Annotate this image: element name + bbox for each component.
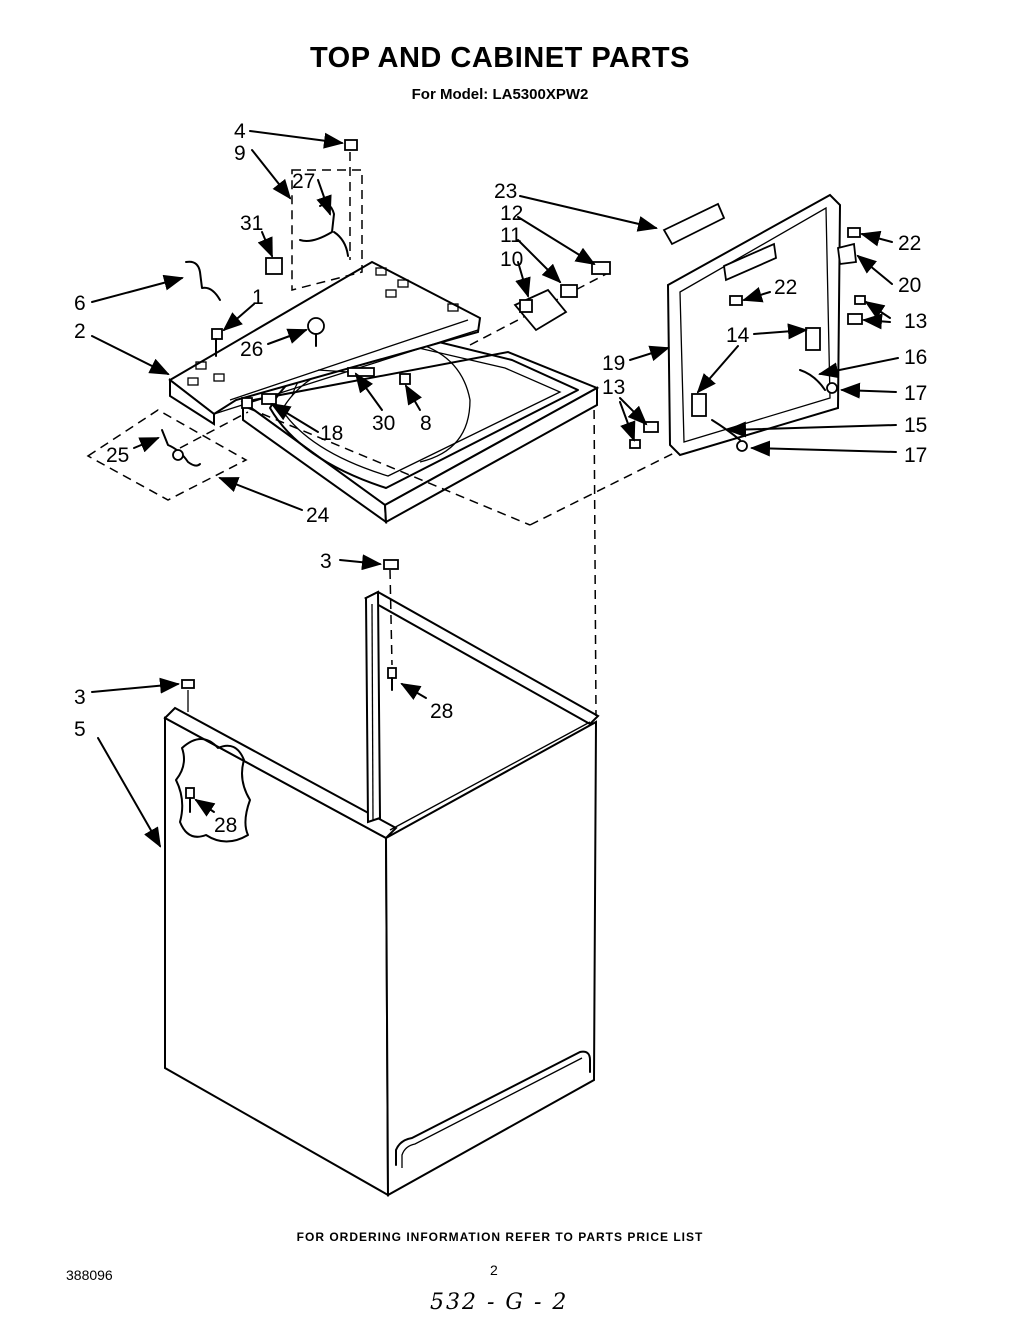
callout-labels: 4 9 27 31 6 1 2 26 23 12 11 10 30 8 18 2… <box>74 120 927 837</box>
callout-18: 18 <box>320 422 343 445</box>
callout-16: 16 <box>904 346 927 369</box>
callout-2: 2 <box>74 320 86 343</box>
callout-13a: 13 <box>904 310 927 333</box>
document-number: 388096 <box>66 1267 113 1283</box>
callout-5: 5 <box>74 718 86 741</box>
callout-1: 1 <box>252 286 264 309</box>
callout-27: 27 <box>292 170 315 193</box>
cabinet-drawing <box>163 394 600 1197</box>
callout-12: 12 <box>500 202 523 225</box>
page-number: 2 <box>490 1262 498 1278</box>
callout-19: 19 <box>602 352 625 375</box>
handwritten-note: 532 - G - 2 <box>430 1290 569 1315</box>
callout-28a: 28 <box>430 700 453 723</box>
callout-13b: 13 <box>602 376 625 399</box>
callout-25: 25 <box>106 444 129 467</box>
callout-17b: 17 <box>904 444 927 467</box>
leader-lines <box>91 130 899 848</box>
callout-3a: 3 <box>320 550 332 573</box>
callout-22b: 22 <box>774 276 797 299</box>
callout-11: 11 <box>500 224 522 247</box>
callout-14: 14 <box>726 324 750 347</box>
model-subtitle: For Model: LA5300XPW2 <box>411 86 589 103</box>
callout-24: 24 <box>306 504 330 527</box>
callout-30: 30 <box>372 412 395 435</box>
top-panel-drawing <box>86 139 691 526</box>
callout-8: 8 <box>420 412 432 435</box>
callout-15: 15 <box>904 414 927 437</box>
callout-17a: 17 <box>904 382 927 405</box>
callout-23: 23 <box>494 180 517 203</box>
callout-3b: 3 <box>74 686 86 709</box>
callout-10: 10 <box>500 248 523 271</box>
callout-26: 26 <box>240 338 263 361</box>
callout-22a: 22 <box>898 232 921 255</box>
callout-20: 20 <box>898 274 921 297</box>
callout-9: 9 <box>234 142 246 165</box>
callout-4: 4 <box>234 120 246 143</box>
page-title: TOP AND CABINET PARTS <box>309 42 690 74</box>
callout-31: 31 <box>240 212 263 235</box>
ordering-note: FOR ORDERING INFORMATION REFER TO PARTS … <box>296 1230 704 1244</box>
callout-28b: 28 <box>214 814 237 837</box>
callout-6: 6 <box>74 292 86 315</box>
